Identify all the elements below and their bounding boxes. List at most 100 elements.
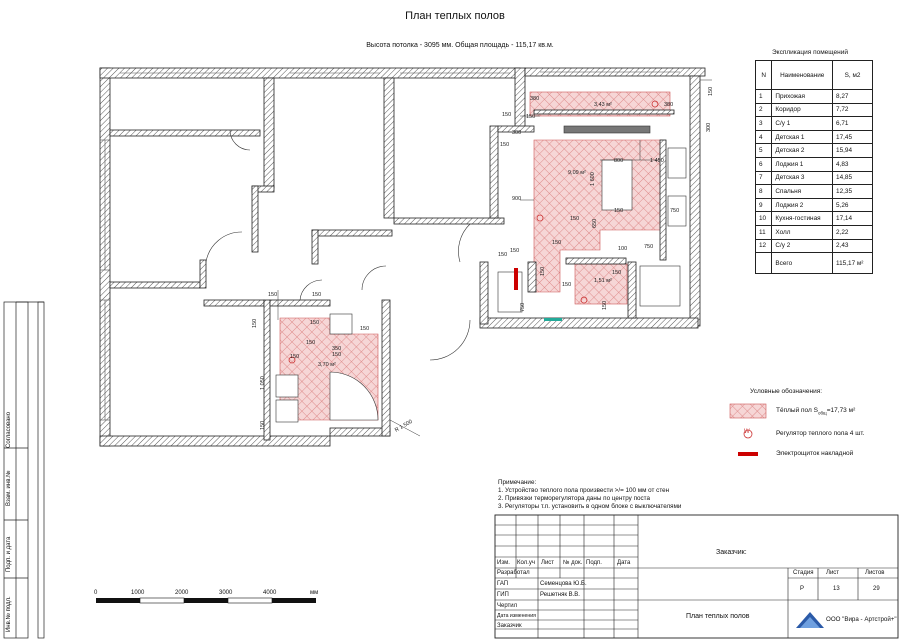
page-subtitle: Высота потолка - 3095 мм. Общая площадь …: [366, 42, 554, 49]
regulator-markers: [288, 100, 659, 364]
room-number: 3: [754, 116, 773, 131]
electric-panel: [514, 268, 518, 290]
col-header-name: Наименование: [771, 60, 834, 90]
room-number: 11: [754, 224, 773, 240]
tb-name: Решетняк В.В.: [540, 592, 580, 598]
legend-regulator-icon: [743, 429, 753, 439]
dim-label: 300: [706, 123, 712, 132]
dim-label: 150: [708, 87, 714, 96]
total-value: 115,17 м²: [832, 252, 873, 275]
room-area: 5,26: [832, 197, 873, 213]
tb-role: Разработал: [497, 570, 530, 576]
dim-label: 150: [252, 319, 258, 328]
heated-floor-zones: [279, 91, 671, 421]
tb-sheet: 13: [833, 586, 840, 592]
tb-sheet-title: План теплых полов: [686, 613, 750, 620]
dim-label: 380: [664, 102, 673, 108]
room-name: Лоджия 2: [771, 197, 834, 213]
tb-sheets: 29: [873, 586, 880, 592]
explication-caption: Экспликация помещений: [772, 49, 849, 56]
dim-label: 150: [570, 216, 579, 222]
dimension-lines: [277, 79, 712, 437]
room-name: Спальня: [771, 184, 834, 199]
dim-label: 150: [612, 270, 621, 276]
door-swings: [205, 129, 471, 361]
windows: [100, 71, 680, 421]
tb-col-podp: Подп.: [586, 560, 602, 566]
dim-label: 650: [592, 219, 598, 228]
room-number: 9: [754, 197, 773, 213]
company-logo: [796, 612, 824, 628]
room-area: 12,35: [832, 184, 873, 199]
dim-label: 1 050: [260, 376, 266, 390]
room-name: Лоджия 1: [771, 156, 834, 172]
dim-label: 150: [540, 267, 546, 276]
area-label-bath1: 3,70 м²: [318, 362, 336, 368]
tb-col-list: Лист: [541, 560, 555, 566]
room-name: С/у 1: [771, 116, 834, 131]
tb-role: Заказчик: [497, 623, 522, 629]
notes-caption: Примечание:: [498, 479, 537, 486]
dim-label: 150: [552, 240, 561, 246]
room-name: Коридор: [771, 102, 834, 118]
room-number: 8: [754, 184, 773, 199]
tb-name: Семенцова Ю.Б.: [540, 581, 587, 587]
tb-col-ndoc: № док.: [563, 560, 583, 566]
dim-label: 750: [520, 303, 526, 312]
tb-role: Чертил: [497, 603, 518, 609]
area-label-bath2: 1,51 м²: [594, 278, 612, 284]
dim-label: 150: [360, 326, 369, 332]
dim-label: 150: [312, 292, 321, 298]
notes-line: 2. Привязки терморегулятора даны по цент…: [498, 495, 650, 502]
room-area: 17,14: [832, 211, 873, 226]
side-label-sign-date: Подп. и дата: [6, 536, 12, 572]
room-number: 1: [754, 89, 773, 104]
dim-label: 150: [310, 320, 319, 326]
area-label-kitchen: 9,09 м²: [568, 170, 586, 176]
legend-hatch-swatch: [729, 403, 767, 419]
room-name: Детская 3: [771, 170, 834, 186]
scale-tick: 3000: [219, 590, 233, 596]
area-label-top: 3,43 м²: [594, 102, 612, 108]
dim-label: 150: [498, 252, 507, 258]
room-area: 17,45: [832, 129, 873, 145]
room-name: Детская 2: [771, 143, 834, 158]
tb-role: ГИП: [497, 592, 509, 598]
side-label-inv-orig: Инв.№ подл.: [6, 596, 12, 632]
dim-label: 150: [502, 112, 511, 118]
dim-label: 150: [500, 142, 509, 148]
dim-label: 150: [562, 282, 571, 288]
room-name: Детская 1: [771, 129, 834, 145]
radius-label: R 1 500: [394, 419, 414, 434]
legend-regulator-glyph: W: [744, 429, 750, 435]
scale-tick: 1000: [131, 590, 145, 596]
dim-label: 750: [670, 208, 679, 214]
dim-label: 150: [268, 292, 277, 298]
room-name: Прихожая: [771, 89, 834, 104]
room-number: 2: [754, 102, 773, 118]
title-block-frame: [494, 514, 899, 639]
room-number: 5: [754, 143, 773, 158]
notes-line: 3. Регуляторы т.п. установить в одном бл…: [498, 503, 682, 510]
dim-label: 150: [332, 352, 341, 358]
dim-label: 150: [290, 354, 299, 360]
scale-tick: 0: [94, 590, 98, 596]
walls: [99, 67, 706, 447]
notes-line: 1. Устройство теплого пола произвести >/…: [498, 487, 670, 494]
dim-label: 350: [332, 346, 341, 352]
room-number: 7: [754, 170, 773, 186]
legend-panel: Электрощиток накладной: [776, 450, 854, 457]
room-area: 4,83: [832, 156, 873, 172]
dim-label: 150: [306, 340, 315, 346]
